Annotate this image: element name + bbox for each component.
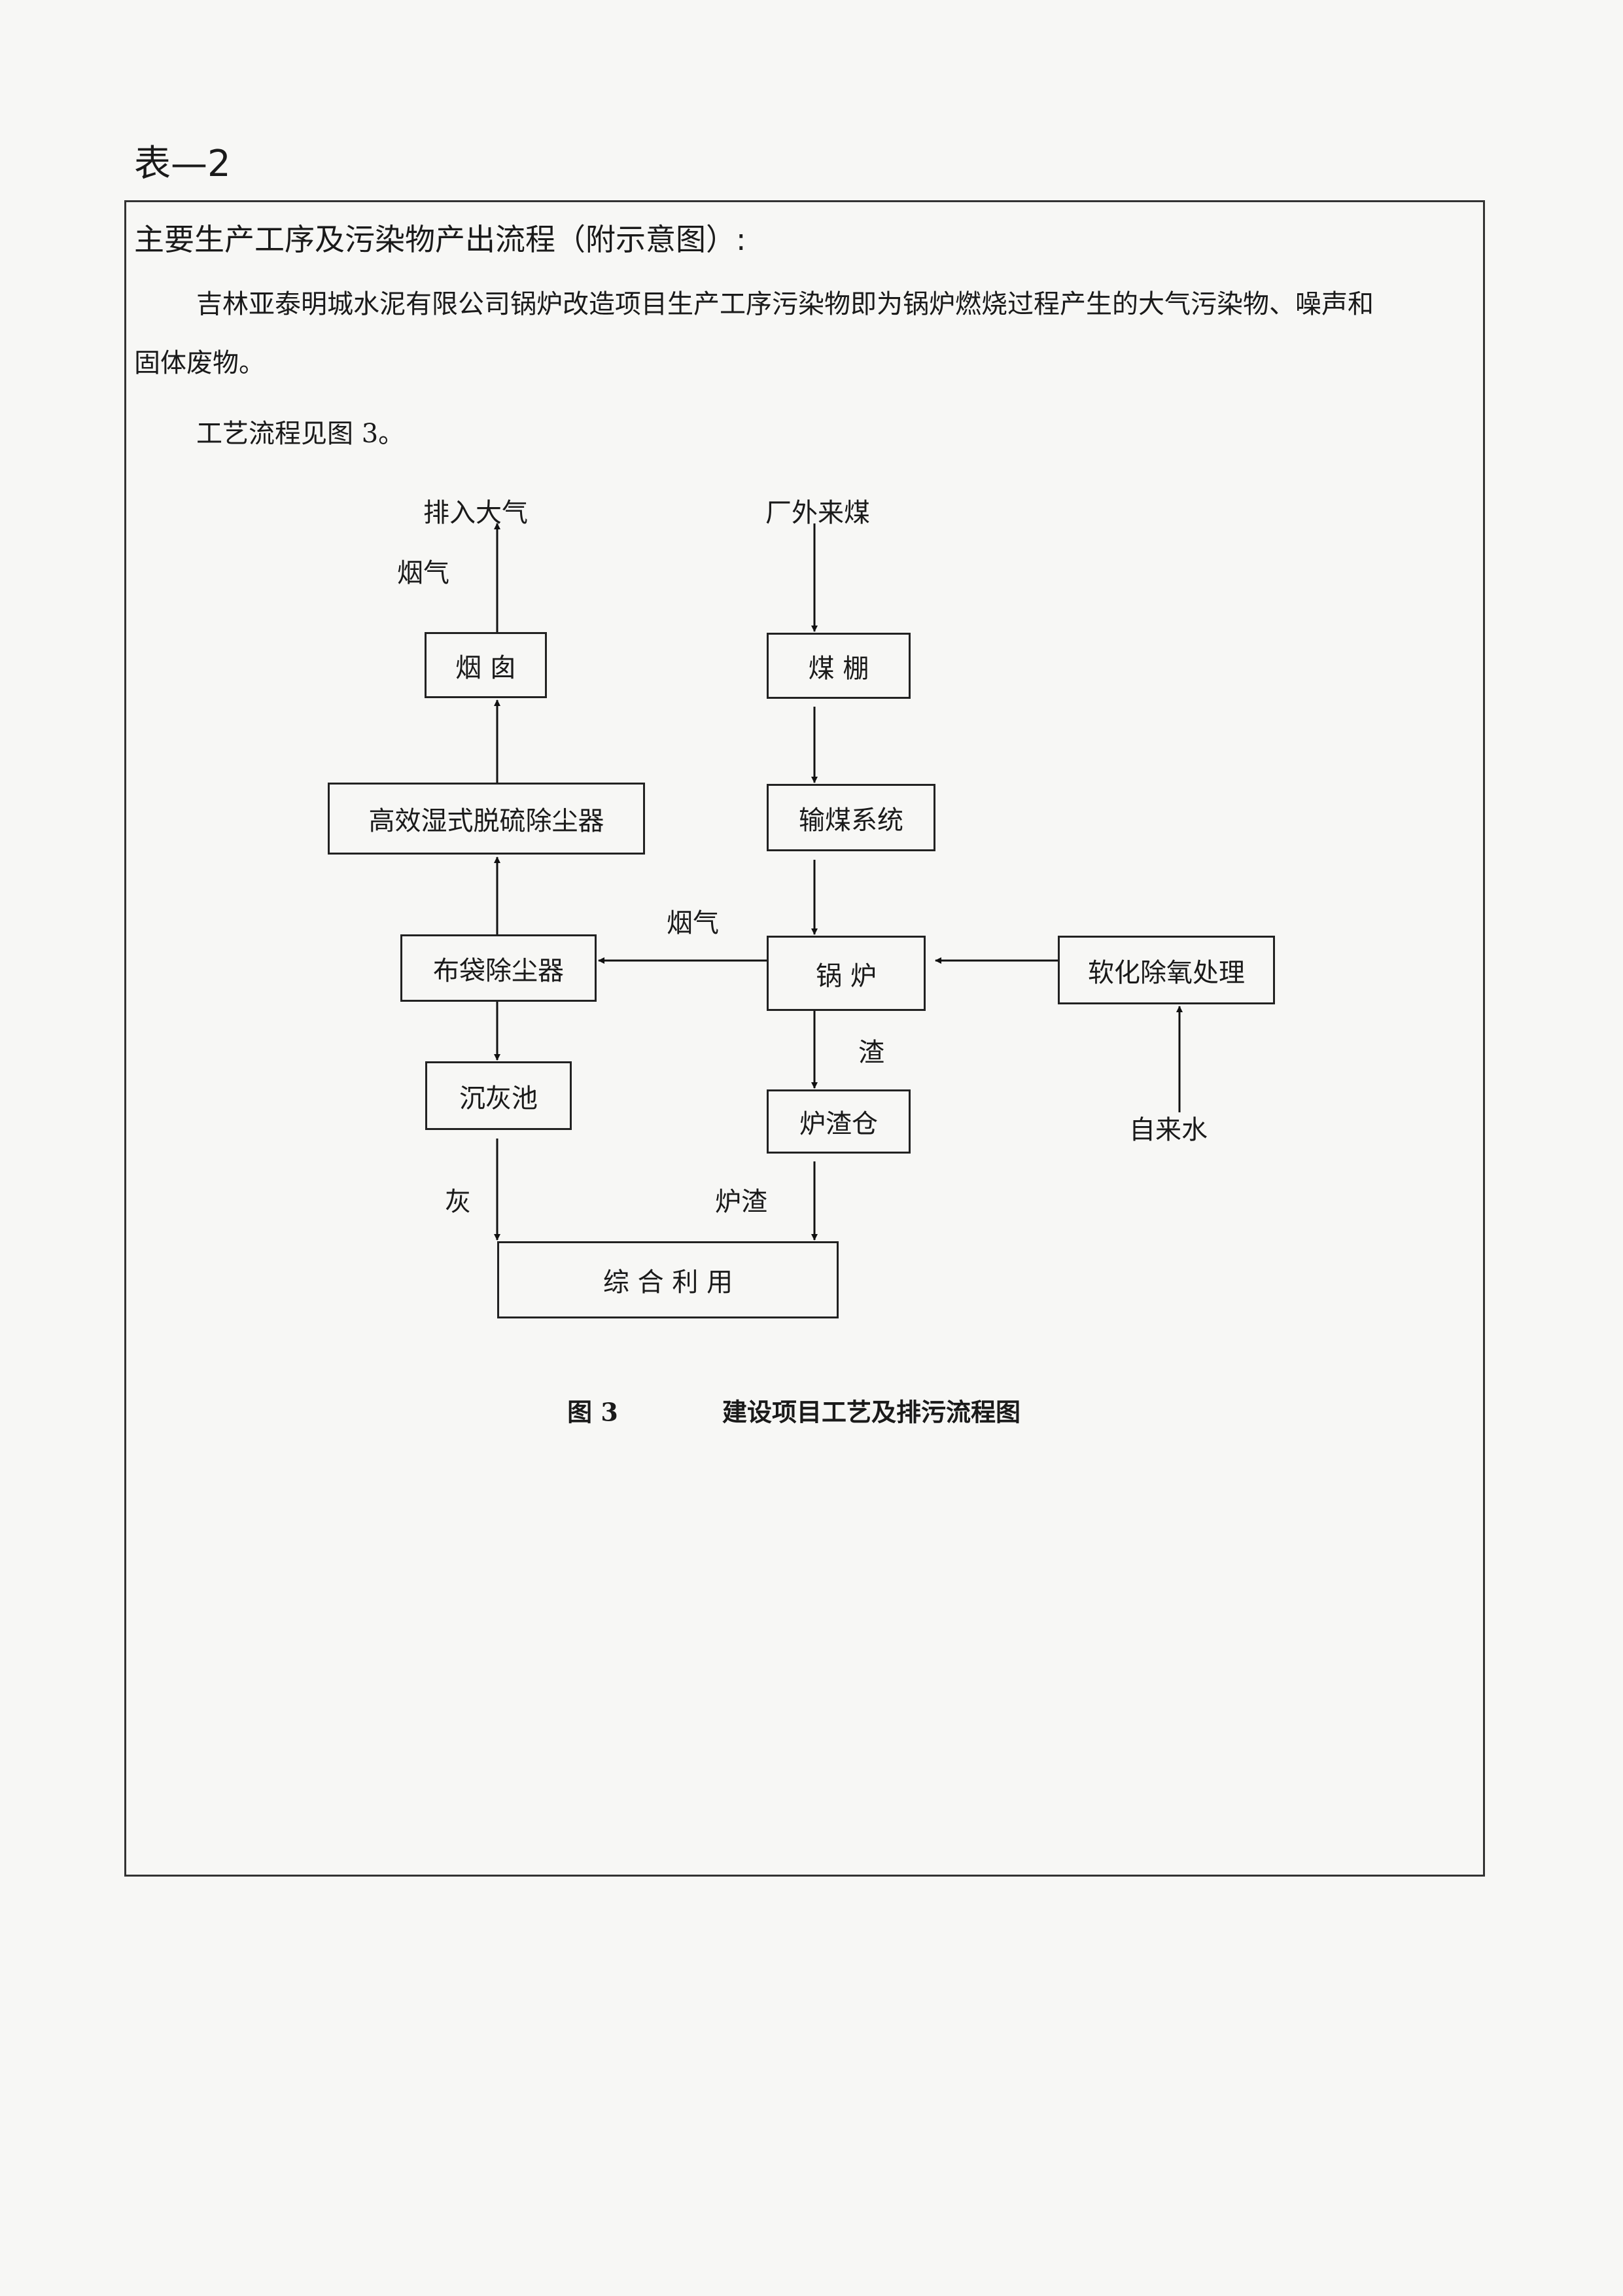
table-number: 表—2 [134,143,231,185]
label-tap-water: 自来水 [1129,1115,1208,1145]
section-title: 主要生产工序及污染物产出流程（附示意图）: [134,222,746,257]
paragraph-2: 工艺流程见图 3。 [196,419,405,449]
box-utilization: 综 合 利 用 [497,1241,839,1318]
label-ash: 灰 [445,1187,471,1217]
paragraph-line-1: 吉林亚泰明城水泥有限公司锅炉改造项目生产工序污染物即为锅炉燃烧过程产生的大气污染… [196,289,1374,319]
box-desulfurizer: 高效湿式脱硫除尘器 [328,783,645,855]
box-coal-conveyor: 输煤系统 [767,784,935,851]
paragraph-line-2: 固体废物。 [134,348,265,378]
content-frame [124,200,1485,1877]
box-ash-pool: 沉灰池 [425,1061,572,1130]
label-furnace-slag: 炉渣 [715,1187,767,1217]
label-flue-gas-mid: 烟气 [667,908,719,938]
box-slag-bin: 炉渣仓 [767,1089,911,1154]
box-chimney: 烟 囱 [425,632,547,698]
label-slag: 渣 [858,1038,884,1068]
label-to-atmosphere: 排入大气 [423,498,528,528]
label-external-coal: 厂外来煤 [765,498,870,528]
box-coal-shed: 煤 棚 [767,633,911,699]
figure-number: 图 3 [567,1397,618,1427]
label-flue-gas-top: 烟气 [397,558,449,588]
box-softening: 软化除氧处理 [1058,936,1275,1004]
box-bag-filter: 布袋除尘器 [400,934,597,1002]
box-boiler: 锅 炉 [767,936,926,1011]
figure-title: 建设项目工艺及排污流程图 [722,1397,1021,1427]
